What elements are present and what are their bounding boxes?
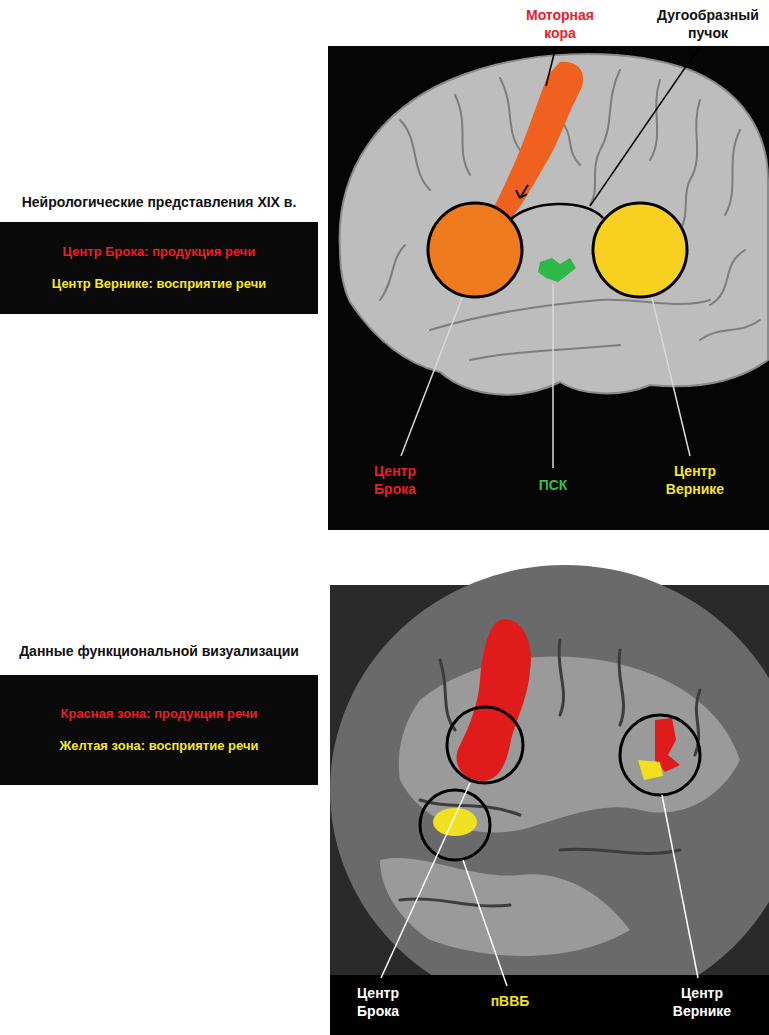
region-label: ПСК — [528, 476, 578, 494]
brain-outline — [340, 54, 768, 395]
legend-line: Центр Брока: продукция речи — [0, 243, 318, 261]
legend-box: Данные функциональной визуализацииКрасна… — [0, 675, 318, 785]
legend-box: Нейрологические представления XIX в.Цент… — [0, 222, 318, 314]
brain-gyri — [380, 70, 760, 360]
region-label: Центр Брока — [359, 462, 431, 498]
label-strip — [330, 975, 769, 1035]
region-label: Центр Брока — [342, 984, 414, 1020]
region-label: Центр Вернике — [661, 984, 743, 1020]
motor-cortex — [490, 62, 583, 225]
leader-lines-light — [401, 284, 690, 468]
mri-white-matter — [380, 656, 740, 956]
legend-line: Красная зона: продукция речи — [0, 705, 318, 723]
region-label: Центр Вернике — [654, 462, 736, 498]
mri-leader-lines — [381, 783, 698, 986]
region-label: Дугообразный пучок — [652, 6, 764, 42]
dark-panel — [328, 46, 769, 530]
region-label: Моторная кора — [514, 6, 606, 42]
wernicke-circle — [593, 203, 687, 297]
motor-arrow — [516, 185, 528, 198]
wernicke-yellow-zone — [638, 760, 663, 780]
mri-circles — [420, 707, 700, 860]
leader-lines-dark — [546, 46, 700, 206]
mri-sulci — [400, 640, 700, 906]
region-label: пВВБ — [480, 992, 540, 1010]
broca-circle — [428, 203, 522, 297]
section-heading: Нейрологические представления XIX в. — [0, 192, 318, 212]
mri-brain — [330, 565, 769, 1015]
pvvb-zone — [433, 808, 477, 836]
psk-region — [538, 258, 576, 282]
section-heading: Данные функциональной визуализации — [0, 641, 318, 661]
legend-line: Желтая зона: восприятие речи — [0, 737, 318, 755]
legend-line: Центр Вернике: восприятие речи — [0, 275, 318, 293]
arcuate-fasciculus — [510, 204, 603, 220]
